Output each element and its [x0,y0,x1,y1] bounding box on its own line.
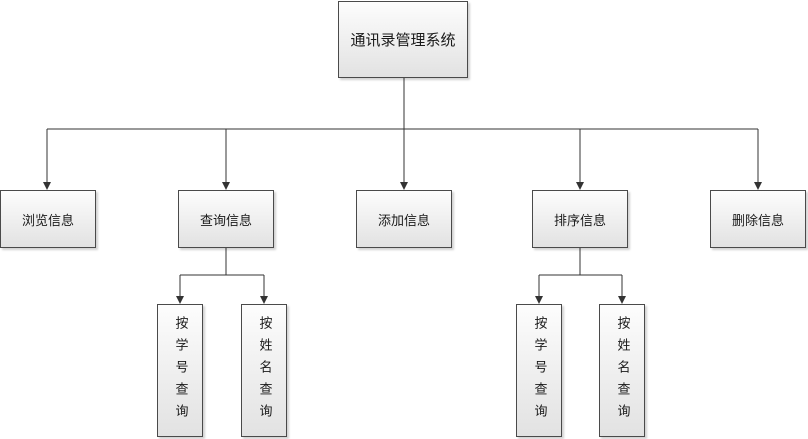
browse-node: 浏览信息 [0,190,96,248]
add-label: 添加信息 [377,213,430,229]
root-node: 通讯录管理系统 [338,1,468,78]
delete-node: 删除信息 [710,190,806,248]
query-node: 查询信息 [178,190,274,248]
sort-node: 排序信息 [532,190,628,248]
add-node: 添加信息 [356,190,452,248]
sort-by-name-node: 按姓名查询 [599,304,645,437]
sort-by-name-label: 按姓名查询 [614,315,630,426]
delete-label: 删除信息 [731,213,784,229]
query-by-name-node: 按姓名查询 [241,304,287,437]
browse-label: 浏览信息 [21,213,74,229]
query-label: 查询信息 [199,213,252,229]
sort-by-id-label: 按学号查询 [531,315,547,426]
sort-label: 排序信息 [553,213,606,229]
query-by-name-label: 按姓名查询 [256,315,272,426]
root-label: 通讯录管理系统 [350,31,456,49]
query-by-id-node: 按学号查询 [157,304,203,437]
sort-by-id-node: 按学号查询 [516,304,562,437]
query-by-id-label: 按学号查询 [172,315,188,426]
